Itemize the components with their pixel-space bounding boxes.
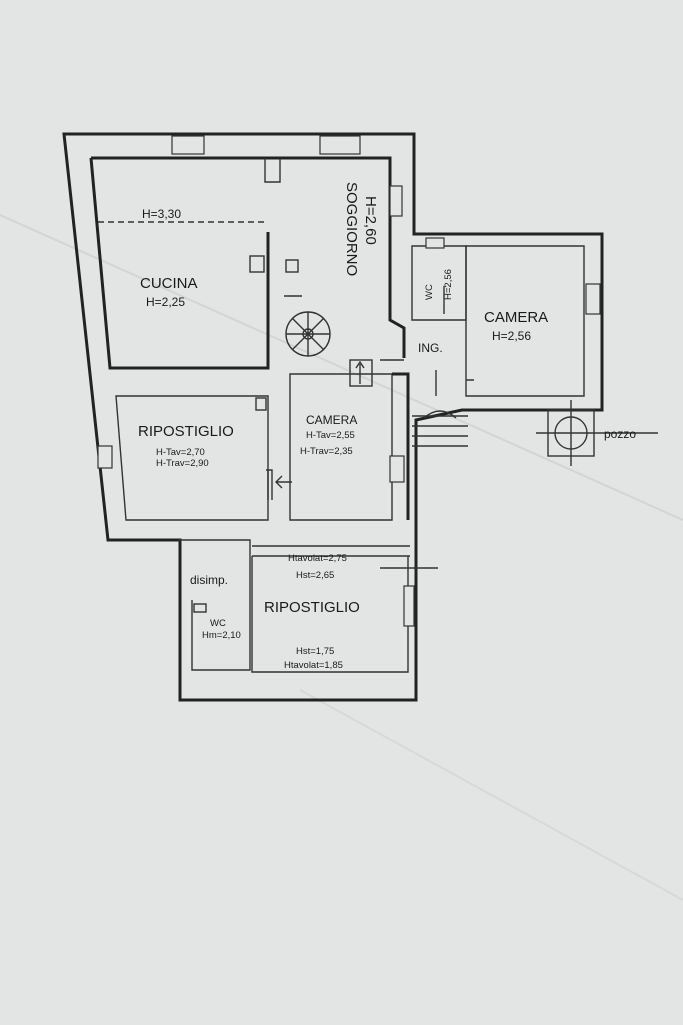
wc-bottom-height: Hm=2,10 [202, 630, 241, 641]
camera-center-htrav: H-Trav=2,35 [300, 446, 353, 457]
ripostiglio-bottom-htavolat-top: Htavolat=2,75 [288, 553, 347, 564]
wc-top-height: H=2,56 [443, 269, 454, 300]
camera-right-label: CAMERA [484, 309, 548, 326]
camera-center-label: CAMERA [306, 413, 357, 427]
paper-crease [299, 689, 683, 901]
windows [97, 135, 601, 627]
ripostiglio-bottom-htavolat-bottom: Htavolat=1,85 [284, 660, 343, 671]
ripostiglio-left-htav: H-Tav=2,70 [156, 447, 205, 458]
pozzo-label: pozzo [604, 427, 636, 441]
ripostiglio-bottom-hst-bottom: Hst=1,75 [296, 646, 334, 657]
soggiorno-label: SOGGIORNO [343, 182, 360, 276]
ripostiglio-bottom-label: RIPOSTIGLIO [264, 599, 360, 616]
interior-walls [89, 157, 585, 673]
ripostiglio-left-htrav: H-Trav=2,90 [156, 458, 209, 469]
wc-top-label: WC [424, 284, 435, 300]
cucina-height: H=2,25 [146, 295, 185, 309]
ripostiglio-bottom-hst-top: Hst=2,65 [296, 570, 334, 581]
camera-right-height: H=2,56 [492, 329, 531, 343]
wc-bottom-label: WC [210, 618, 226, 629]
soggiorno-height: H=2,60 [362, 196, 379, 245]
ingresso-label: ING. [418, 341, 443, 355]
ripostiglio-left-label: RIPOSTIGLIO [138, 423, 234, 440]
paper-crease [0, 214, 683, 521]
disimpegno-label: disimp. [190, 573, 228, 587]
camera-center-htav: H-Tav=2,55 [306, 430, 355, 441]
cucina-label: CUCINA [140, 275, 198, 292]
cucina-ceiling-height: H=3,30 [142, 207, 181, 221]
fixtures [193, 255, 474, 613]
pozzo-well [536, 400, 658, 466]
